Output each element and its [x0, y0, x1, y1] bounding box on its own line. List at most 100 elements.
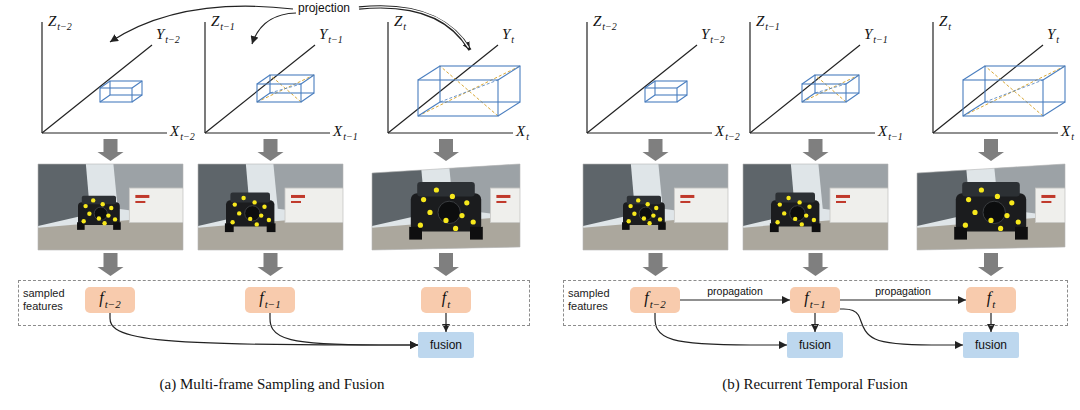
x-axis — [205, 132, 330, 133]
image-content — [38, 164, 195, 250]
sample-point — [241, 196, 245, 200]
coordinate-axes — [933, 22, 1058, 133]
sample-point — [248, 217, 252, 221]
z-axis — [932, 22, 933, 133]
truck-mark — [496, 195, 510, 198]
coordinate-axes — [587, 22, 712, 133]
flow-arrow — [433, 253, 459, 276]
camera-image — [917, 164, 1080, 250]
box-edge — [257, 75, 270, 84]
truck-mark — [496, 201, 506, 203]
car-body — [226, 200, 274, 226]
flow-arrow — [803, 139, 829, 161]
truck-mark — [1041, 195, 1055, 198]
caption: (a) Multi-frame Sampling and Fusion — [160, 375, 385, 393]
sample-point — [988, 218, 993, 223]
flow-arrow — [98, 253, 124, 276]
flow-arrow — [98, 139, 124, 161]
axis-label: Yt−2 — [701, 27, 725, 45]
truck — [1035, 188, 1080, 222]
y-axis — [750, 45, 860, 133]
spare-tire — [245, 206, 260, 221]
truck-mark — [291, 201, 301, 203]
sample-point — [1009, 200, 1014, 205]
sample-point — [252, 200, 256, 204]
sample-point — [83, 204, 87, 208]
box-edge — [418, 66, 440, 80]
sample-point — [647, 221, 651, 225]
car-wheel — [1015, 227, 1028, 240]
truck-mark — [291, 195, 305, 198]
car-body — [78, 202, 120, 225]
edge-label: propagation — [873, 285, 932, 297]
sample-point — [434, 187, 439, 192]
car-roof — [627, 196, 661, 205]
sample-point — [230, 220, 234, 224]
axis-label: Yt — [1047, 27, 1059, 45]
group-label: sampled features — [568, 287, 622, 313]
y-axis — [388, 45, 498, 133]
box-face — [418, 80, 498, 116]
box-label: ft — [987, 290, 996, 310]
y-axis — [42, 45, 152, 133]
spare-tire — [790, 206, 805, 221]
sample-point — [979, 187, 984, 192]
sample-point — [421, 197, 426, 202]
sample-point — [636, 198, 640, 202]
spare-tire — [94, 207, 107, 220]
truck — [830, 188, 895, 222]
connector-arrow — [655, 313, 787, 345]
x-axis — [42, 132, 167, 133]
sample-point — [259, 213, 263, 217]
box-edge — [846, 93, 859, 102]
sample-point — [782, 211, 786, 215]
sample-point — [109, 206, 113, 210]
x-axis — [388, 132, 513, 133]
box-diagonal — [418, 66, 520, 116]
box-label: fusion — [430, 338, 462, 352]
car-roof — [417, 182, 475, 196]
coordinate-axes — [205, 22, 330, 133]
car-body — [956, 193, 1026, 231]
box-edge — [498, 66, 520, 80]
edge-label: propagation — [705, 285, 764, 297]
fusion-box: fusion — [418, 332, 474, 358]
box-label: ft−2 — [644, 290, 665, 310]
sample-point — [418, 223, 423, 228]
axis-label: Xt−2 — [170, 124, 195, 142]
box-face — [645, 88, 677, 102]
sample-point — [627, 219, 631, 223]
box-diagonal — [257, 75, 314, 102]
caption: (b) Recurrent Temporal Fusion — [722, 375, 908, 393]
box-diagonal — [270, 84, 301, 93]
z-axis — [586, 22, 587, 133]
image-border — [917, 164, 1065, 250]
flow-arrow — [258, 139, 284, 161]
box-edge — [418, 102, 440, 116]
sample-point — [1004, 213, 1009, 218]
spare-tire — [438, 201, 460, 223]
truck-mark — [680, 195, 694, 198]
z-axis — [749, 22, 750, 133]
box-face — [100, 88, 132, 102]
x-axis — [750, 132, 875, 133]
axis-label: Yt−1 — [864, 27, 888, 45]
box-label: fusion — [799, 338, 831, 352]
connector-arrow — [840, 309, 963, 345]
sample-point — [642, 216, 646, 220]
sample-point — [786, 196, 790, 200]
axis-label: Zt — [939, 14, 951, 32]
box-diagonal — [963, 66, 1065, 116]
sample-point — [1016, 219, 1021, 224]
sample-point — [632, 212, 636, 216]
spare-tire — [639, 207, 652, 220]
z-axis — [41, 22, 42, 133]
bounding-box — [257, 75, 314, 102]
sample-point — [453, 226, 458, 231]
projection-arrows — [110, 6, 470, 50]
car-wheel — [225, 223, 234, 232]
image-content — [372, 164, 557, 250]
connector-arrow — [110, 313, 418, 345]
